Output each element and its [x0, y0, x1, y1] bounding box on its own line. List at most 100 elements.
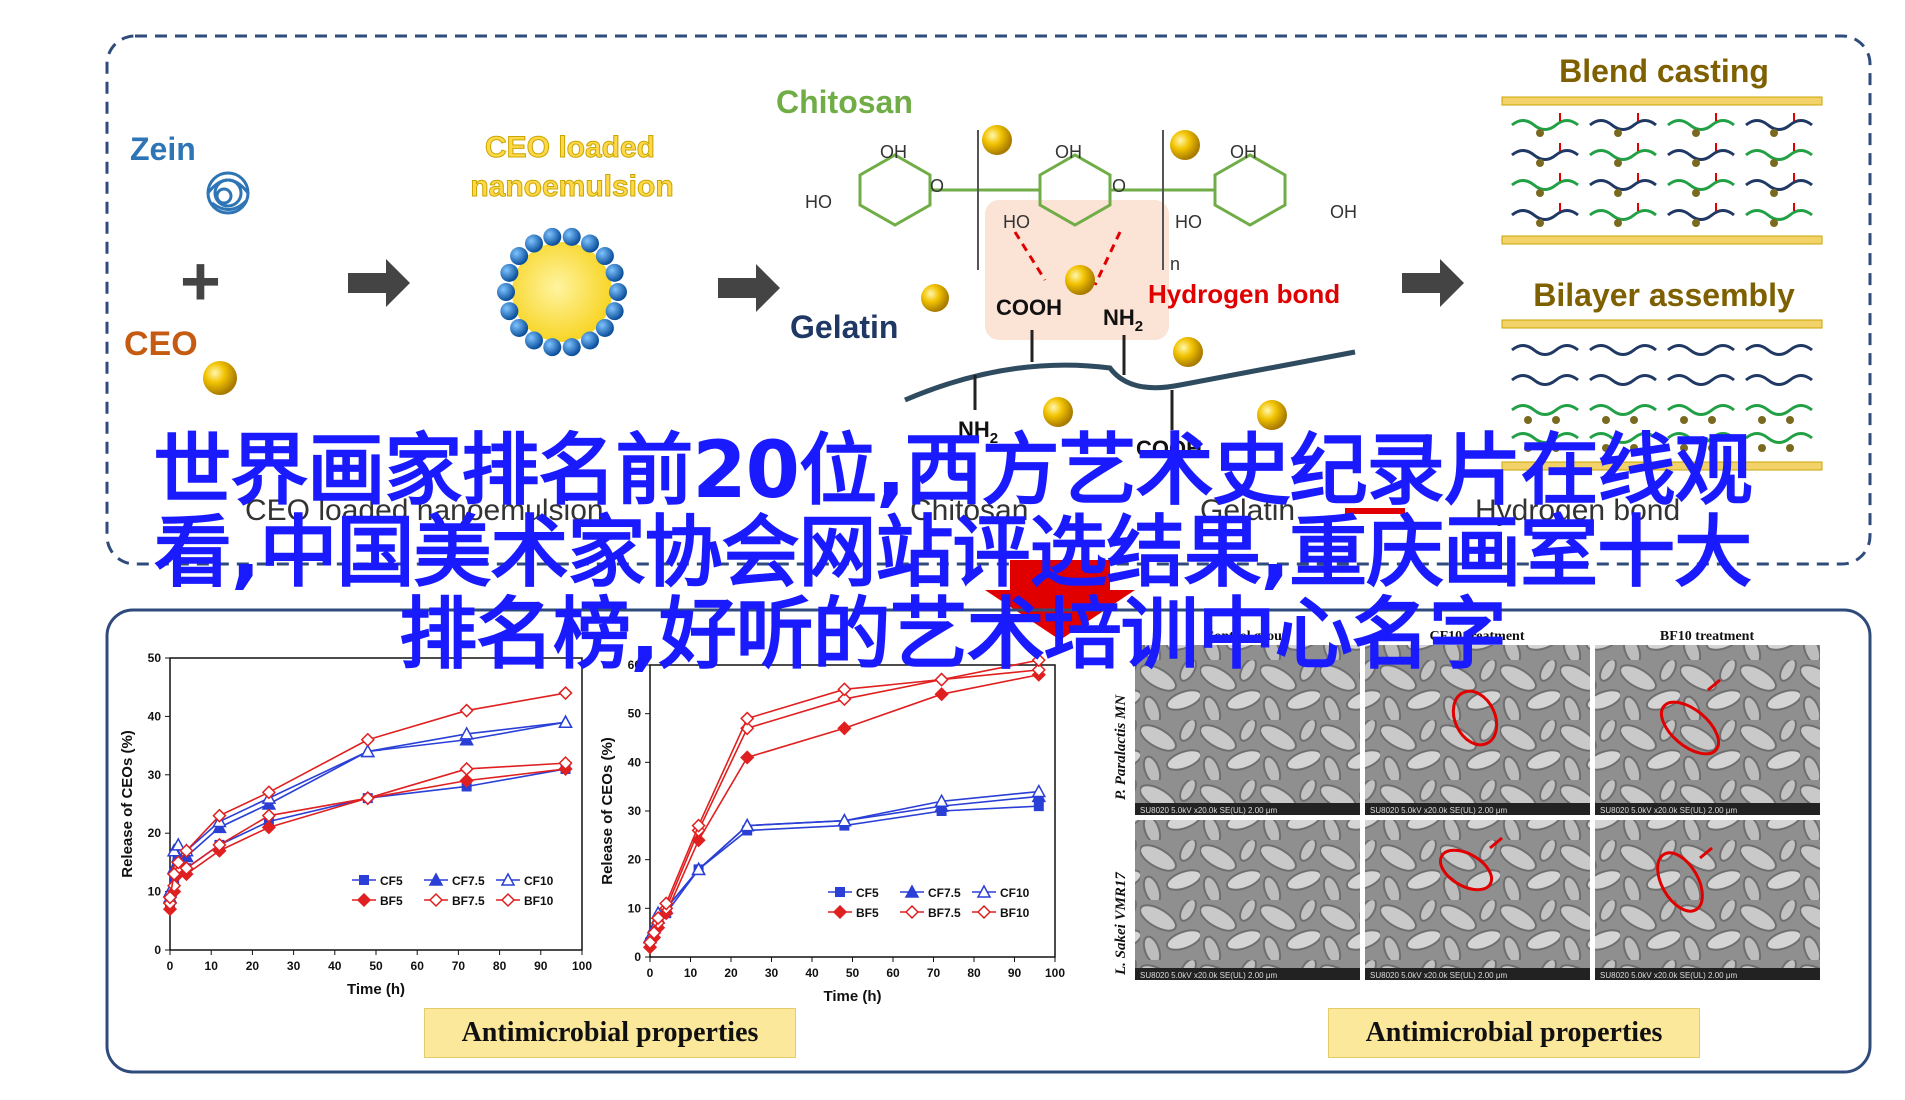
polymer-chain — [1511, 179, 1579, 191]
gelatin-backbone — [904, 349, 1356, 403]
ceo-dot — [1614, 159, 1622, 167]
legend-gelatin: Gelatin — [1200, 494, 1295, 527]
sem-row-label-1: P. Paralactis MN — [1113, 694, 1129, 800]
data-point — [832, 904, 848, 920]
data-point — [837, 721, 852, 736]
damage-markers — [1438, 678, 1721, 913]
y-tick-label: 10 — [148, 885, 162, 899]
polymer-chain — [1589, 344, 1657, 356]
data-point — [740, 711, 755, 726]
hydrogen-bond-label: Hydrogen bond — [1148, 279, 1340, 309]
polymer-chain — [1667, 149, 1735, 161]
chem-ho-3: HO — [1175, 212, 1202, 232]
zein-shell-bead — [605, 302, 624, 321]
zein-coil-icon — [206, 171, 250, 215]
chem-ho-2: HO — [1003, 212, 1030, 232]
zein-shell-bead — [497, 283, 515, 301]
down-arrow-icon — [985, 560, 1135, 640]
data-point — [835, 887, 845, 897]
legend-label: BF5 — [380, 894, 403, 908]
sem-row-label-2: L. Sakei VMR17 — [1113, 872, 1129, 976]
data-point — [179, 861, 194, 876]
polymer-chain — [1745, 119, 1813, 131]
legend-label: BF7.5 — [452, 894, 485, 908]
legend-hydrogen-bond: Hydrogen bond — [1475, 494, 1680, 527]
polymer-chain — [1511, 209, 1579, 221]
legend-hydrogen-swatch — [1345, 508, 1405, 514]
data-point — [740, 750, 755, 765]
x-tick-label: 50 — [846, 966, 860, 980]
polymer-chain — [1667, 209, 1735, 221]
sem-scale-text-3: SU8020 5.0kV x20.0k SE(UL) 2.00 μm — [1600, 806, 1737, 815]
data-point — [837, 692, 852, 707]
y-axis-label: Release of CEOs (%) — [119, 730, 136, 878]
data-point — [691, 861, 706, 876]
sem-image-1 — [1135, 645, 1360, 815]
ceo-dot — [1630, 416, 1638, 424]
legend-label: CF7.5 — [928, 886, 961, 900]
polymer-chain — [1667, 432, 1735, 444]
data-point — [934, 672, 949, 687]
data-point — [904, 884, 920, 898]
data-point — [360, 732, 375, 747]
data-point — [659, 896, 674, 911]
hydrogen-bond-lines — [1013, 231, 1122, 286]
polymer-chain — [1511, 344, 1579, 356]
data-point — [934, 687, 949, 702]
ceo-dot — [1630, 444, 1638, 452]
data-point — [976, 904, 992, 920]
data-point — [651, 911, 666, 926]
data-point — [171, 855, 186, 870]
zein-shell-bead — [581, 331, 599, 350]
sem-column-header-2: CF10 treatment — [1430, 629, 1525, 644]
ceo-dot — [1786, 444, 1794, 452]
y-tick-label: 20 — [148, 826, 162, 840]
sem-column-header-3: BF10 treatment — [1660, 629, 1755, 644]
data-point — [360, 791, 375, 806]
data-point — [934, 793, 949, 808]
nh2-lower-label: NH2 — [958, 417, 998, 447]
data-point — [167, 867, 182, 882]
caption-left: Antimicrobial properties — [424, 1008, 796, 1058]
x-axis-label: Time (h) — [347, 981, 405, 998]
data-point — [359, 875, 369, 885]
legend-label: CF10 — [1000, 886, 1030, 900]
x-tick-label: 30 — [765, 966, 779, 980]
ceo-dot — [1786, 416, 1794, 424]
x-tick-label: 20 — [724, 966, 738, 980]
x-tick-label: 60 — [411, 959, 425, 973]
polymer-chain — [1745, 344, 1813, 356]
ceo-dot — [1524, 416, 1532, 424]
sem-image-4 — [1135, 820, 1360, 980]
ceo-dot — [1770, 159, 1778, 167]
sem-image-2 — [1365, 645, 1590, 815]
sem-image-3 — [1595, 645, 1820, 815]
bottom-panel-frame — [105, 608, 1872, 1074]
ceo-dot — [1614, 129, 1622, 137]
zein-shell-bead — [525, 331, 543, 350]
legend-label: BF10 — [1000, 906, 1030, 920]
polymer-chain — [1667, 344, 1735, 356]
data-point — [976, 884, 992, 898]
data-point — [558, 756, 573, 771]
headline-line-1: 世界画家排名前20位,西方艺术史纪录片在线观 — [153, 426, 1752, 516]
x-tick-label: 80 — [493, 959, 507, 973]
x-tick-label: 90 — [534, 959, 548, 973]
y-tick-label: 0 — [634, 950, 641, 964]
x-tick-label: 40 — [805, 966, 819, 980]
polymer-chain — [1511, 374, 1579, 386]
overlay-headline: 世界画家排名前20位,西方艺术史纪录片在线观 看,中国美术家协会网站评选结果,重… — [0, 430, 1905, 676]
data-point — [1031, 662, 1046, 677]
data-point — [1033, 801, 1044, 812]
data-point — [261, 785, 276, 800]
data-point — [212, 837, 227, 852]
sem-scale-text-4: SU8020 5.0kV x20.0k SE(UL) 2.00 μm — [1140, 971, 1277, 980]
chem-o-2: O — [1112, 176, 1126, 196]
ceo-dot — [1770, 129, 1778, 137]
x-tick-label: 100 — [572, 959, 592, 973]
data-point — [646, 925, 662, 940]
y-tick-label: 50 — [628, 707, 642, 721]
ceo-dot — [1552, 444, 1560, 452]
